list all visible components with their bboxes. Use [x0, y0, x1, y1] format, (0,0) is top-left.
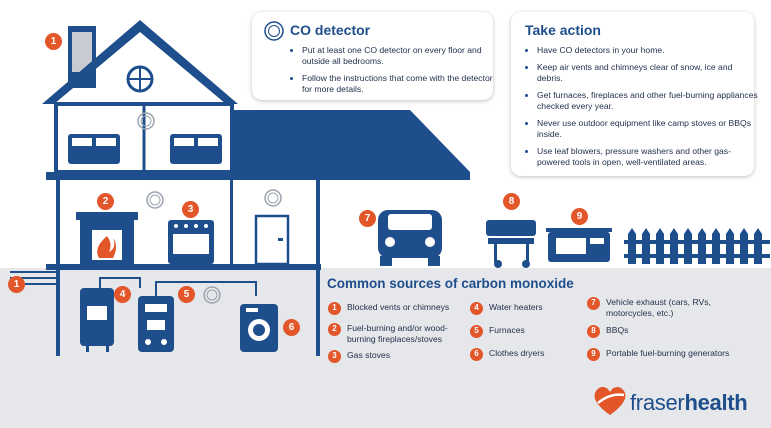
- source-item: 7 Vehicle exhaust (cars, RVs, motorcycles…: [587, 297, 737, 318]
- source-item: 2 Fuel-burning and/or wood-burning firepl…: [328, 323, 468, 344]
- source-number: 7: [587, 297, 600, 310]
- co-detector-card: CO detector Put at least one CO detector…: [252, 12, 493, 100]
- heart-logo-icon: [594, 386, 626, 415]
- source-item: 8 BBQs: [587, 325, 737, 338]
- badge-2-fireplace: 2: [97, 193, 114, 210]
- garage-roof: [232, 110, 470, 172]
- brand-logo: fraserhealth: [630, 390, 748, 416]
- source-label: Fuel-burning and/or wood-burning firepla…: [347, 323, 448, 344]
- badge-9-generator: 9: [571, 208, 588, 225]
- fireplace: [76, 212, 138, 264]
- bed-right: [170, 134, 222, 164]
- badge-1-chimney: 1: [45, 33, 62, 50]
- main-floor-beam: [46, 172, 470, 180]
- take-action-list: Have CO detectors in your home. Keep air…: [521, 45, 759, 174]
- take-action-card: Take action Have CO detectors in your ho…: [511, 12, 758, 176]
- co-detector-icon: [264, 189, 282, 207]
- source-label: Water heaters: [489, 302, 543, 312]
- source-label: Clothes dryers: [489, 348, 545, 358]
- list-item: Keep air vents and chimneys clear of sno…: [537, 62, 759, 84]
- list-item: Use leaf blowers, pressure washers and o…: [537, 146, 759, 168]
- brand-part1: fraser: [630, 390, 685, 415]
- bed-left: [68, 134, 120, 164]
- furnace: [138, 281, 257, 352]
- list-item: Put at least one CO detector on every fl…: [302, 45, 502, 67]
- bbq: [486, 220, 536, 268]
- source-number: 9: [587, 348, 600, 361]
- source-item: 6 Clothes dryers: [470, 348, 580, 361]
- sources-title: Common sources of carbon monoxide: [327, 276, 574, 291]
- list-item: Never use outdoor equipment like camp st…: [537, 118, 759, 140]
- co-detector-icon: [203, 286, 221, 304]
- co-detector-icon: [137, 112, 155, 130]
- co-detector-list: Put at least one CO detector on every fl…: [286, 45, 502, 101]
- source-item: 1 Blocked vents or chimneys: [328, 302, 468, 315]
- take-action-title: Take action: [525, 22, 601, 38]
- source-number: 6: [470, 348, 483, 361]
- source-number: 3: [328, 350, 341, 363]
- source-item: 5 Furnaces: [470, 325, 580, 338]
- list-item: Have CO detectors in your home.: [537, 45, 759, 56]
- badge-5-furnace: 5: [178, 286, 195, 303]
- basement-beam: [46, 264, 321, 270]
- source-label: Portable fuel-burning generators: [606, 348, 730, 358]
- badge-4-water-heater: 4: [114, 286, 131, 303]
- chimney-blockage: [72, 32, 92, 72]
- source-number: 2: [328, 323, 341, 336]
- badge-1-vent: 1: [8, 276, 25, 293]
- source-label: BBQs: [606, 325, 629, 335]
- source-number: 4: [470, 302, 483, 315]
- source-number: 8: [587, 325, 600, 338]
- source-item: 4 Water heaters: [470, 302, 580, 315]
- source-item: 9 Portable fuel-burning generators: [587, 348, 762, 361]
- brand-part2: health: [684, 390, 748, 415]
- badge-7-car: 7: [359, 210, 376, 227]
- source-label: Blocked vents or chimneys: [347, 302, 450, 312]
- source-label: Vehicle exhaust (cars, RVs, motorcycles,…: [606, 297, 711, 318]
- co-detector-icon: [264, 21, 284, 41]
- car: [378, 210, 442, 266]
- generator: [546, 228, 612, 262]
- list-item: Get furnaces, fireplaces and other fuel-…: [537, 90, 759, 112]
- co-detector-title: CO detector: [290, 22, 371, 38]
- main-roof: [42, 20, 238, 104]
- clothes-dryer: [240, 304, 278, 352]
- source-item: 3 Gas stoves: [328, 350, 468, 363]
- water-heater: [80, 277, 141, 352]
- gas-stove: [168, 220, 214, 264]
- source-label: Furnaces: [489, 325, 525, 335]
- co-detector-icon: [146, 191, 164, 209]
- badge-3-stove: 3: [182, 201, 199, 218]
- source-number: 1: [328, 302, 341, 315]
- list-item: Follow the instructions that come with t…: [302, 73, 502, 95]
- source-number: 5: [470, 325, 483, 338]
- door: [254, 214, 290, 266]
- badge-8-bbq: 8: [503, 193, 520, 210]
- source-label: Gas stoves: [347, 350, 390, 360]
- fence: [624, 228, 770, 264]
- badge-6-dryer: 6: [283, 319, 300, 336]
